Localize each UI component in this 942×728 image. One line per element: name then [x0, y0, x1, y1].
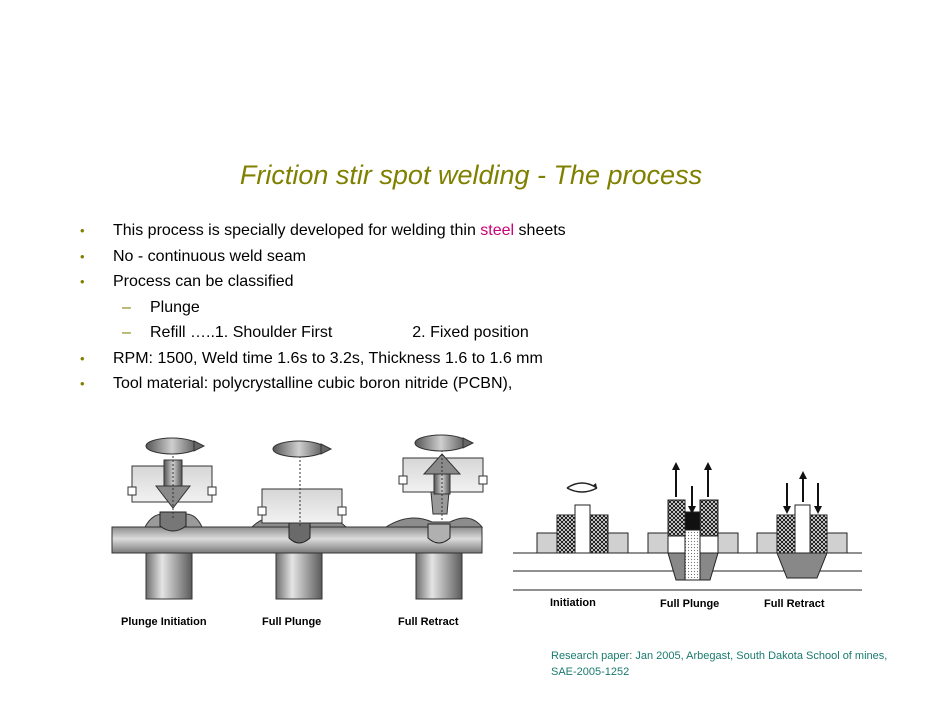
- bullet-icon: •: [80, 223, 85, 238]
- bullet-icon: •: [80, 274, 85, 289]
- refill-stage-initiation: [536, 482, 629, 554]
- bullet-text: This process is specially developed for …: [113, 222, 481, 239]
- caption-initiation: Initiation: [550, 597, 596, 609]
- reference-note: Research paper: Jan 2005, Arbegast, Sout…: [551, 648, 887, 680]
- dash-icon: –: [122, 298, 131, 316]
- sub-bullet-text-2: 2. Fixed position: [412, 324, 529, 341]
- bullet-icon: •: [80, 350, 85, 366]
- reference-line-2: SAE-2005-1252: [551, 666, 630, 678]
- bullet-text: Process can be classified: [113, 273, 294, 290]
- sub-bullet-text: Plunge: [150, 298, 200, 316]
- bullet-text: Tool material: polycrystalline cubic bor…: [113, 375, 513, 392]
- caption-refill-full-retract: Full Retract: [764, 598, 825, 610]
- bullet-text: No - continuous weld seam: [113, 247, 306, 265]
- caption-full-plunge: Full Plunge: [262, 616, 322, 628]
- caption-full-retract: Full Retract: [398, 616, 459, 628]
- bullet-text-end: sheets: [514, 222, 566, 239]
- stage-full-retract: [384, 434, 488, 600]
- reference-line-1: Research paper: Jan 2005, Arbegast, Sout…: [551, 650, 888, 662]
- highlight-word: steel: [480, 222, 515, 239]
- stage-plunge-initiation: [127, 437, 217, 600]
- dash-icon: –: [122, 324, 131, 341]
- refill-stage-full-retract: [756, 471, 848, 579]
- slide-title: Friction stir spot welding - The process: [239, 160, 703, 190]
- caption-refill-full-plunge: Full Plunge: [660, 598, 720, 610]
- sub-bullet-text: Refill …..1. Shoulder First: [150, 324, 333, 341]
- bullet-icon: •: [80, 376, 85, 391]
- caption-plunge-initiation: Plunge Initiation: [121, 616, 207, 628]
- bullet-icon: •: [80, 248, 85, 264]
- refill-stage-full-plunge: [647, 462, 739, 581]
- bullet-text: RPM: 1500, Weld time 1.6s to 3.2s, Thick…: [113, 349, 543, 367]
- stage-full-plunge: [250, 440, 348, 600]
